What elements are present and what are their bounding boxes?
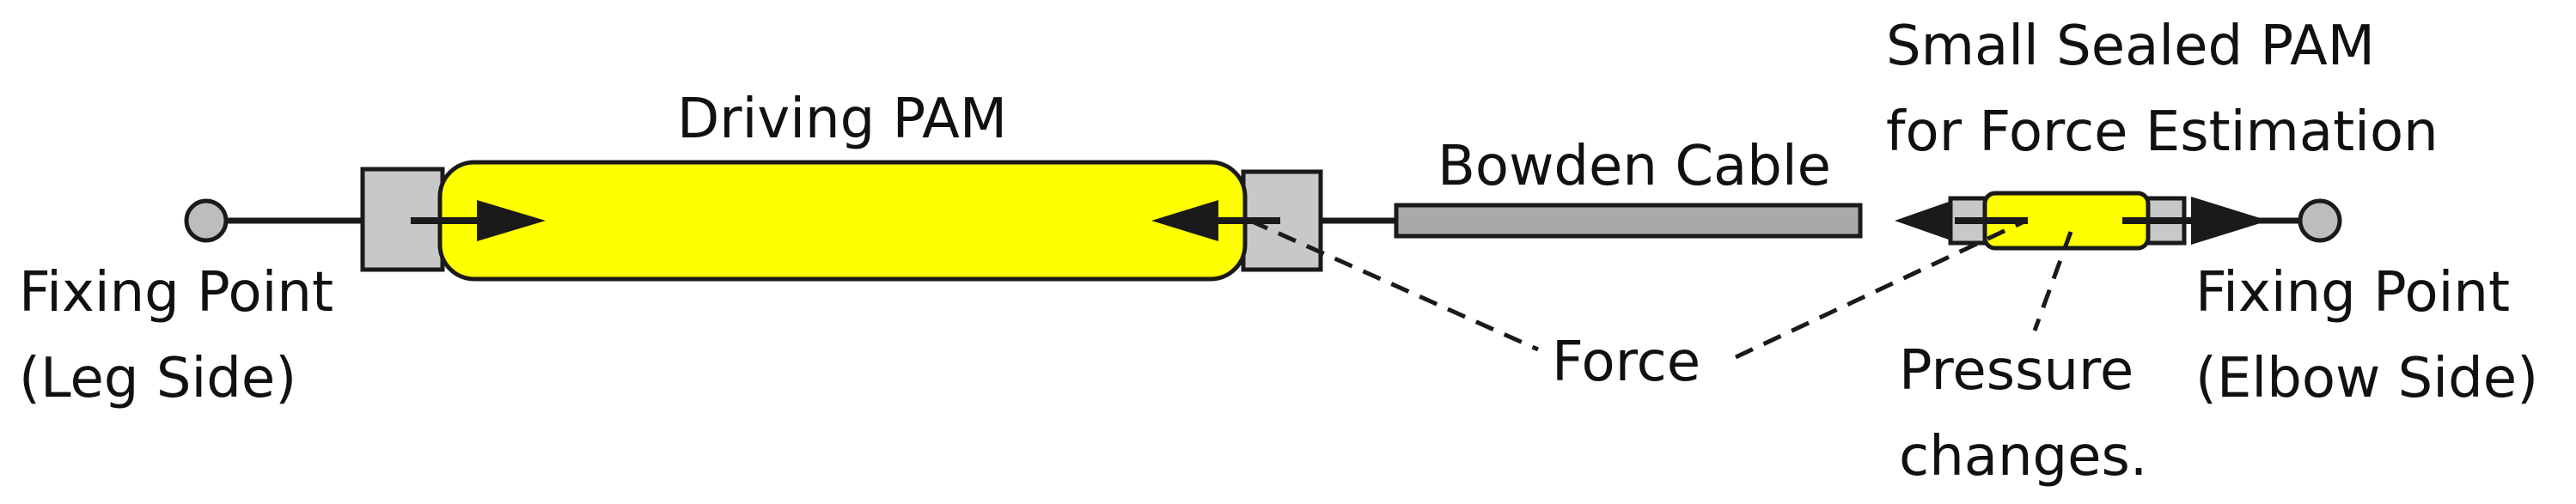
label-fixing-point-leg-line2: (Leg Side) bbox=[19, 347, 296, 410]
force-leader-left bbox=[1248, 218, 1540, 352]
label-fixing-point-leg-line1: Fixing Point bbox=[19, 261, 333, 325]
driving-pam-body bbox=[437, 160, 1248, 282]
label-fixing-point-elbow-line2: (Elbow Side) bbox=[2195, 347, 2538, 410]
pressure-leader bbox=[2032, 231, 2073, 331]
small-pam-left-arrow-head bbox=[1895, 197, 1963, 245]
label-pressure-line2: changes. bbox=[1899, 425, 2147, 489]
fixing-point-leg bbox=[184, 198, 229, 243]
fixing-point-elbow bbox=[2298, 198, 2342, 243]
force-leader-right bbox=[1734, 218, 2028, 360]
label-bowden-cable: Bowden Cable bbox=[1438, 135, 1831, 198]
label-pressure-line1: Pressure bbox=[1899, 339, 2133, 403]
label-force: Force bbox=[1552, 331, 1700, 394]
label-small-pam-line1: Small Sealed PAM bbox=[1886, 15, 2375, 78]
bowden-cable bbox=[1394, 203, 1863, 239]
label-fixing-point-elbow-line1: Fixing Point bbox=[2195, 261, 2510, 325]
driving-pam-arrow-right-head bbox=[477, 200, 546, 241]
driving-pam-arrow-left-head bbox=[1151, 200, 1218, 241]
label-small-pam-line2: for Force Estimation bbox=[1886, 100, 2439, 164]
label-driving-pam: Driving PAM bbox=[677, 88, 1007, 151]
small-pam-right-arrow-head bbox=[2191, 197, 2268, 245]
